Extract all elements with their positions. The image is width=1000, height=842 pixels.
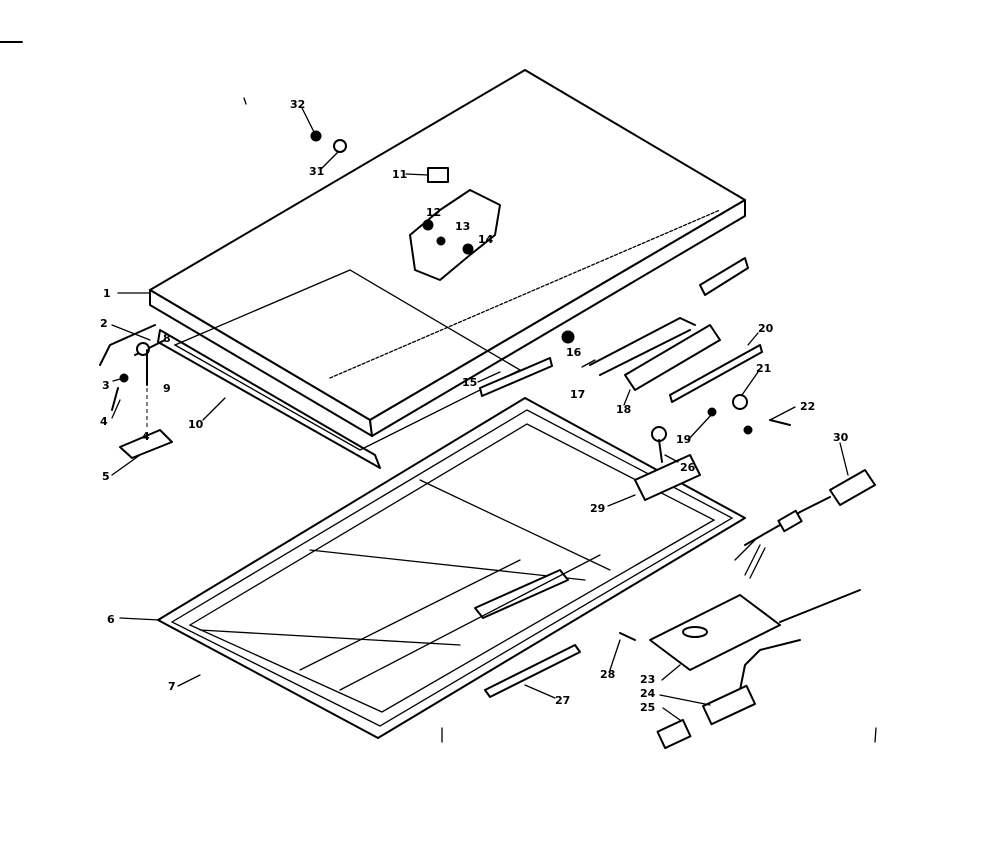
label-21: 21 (756, 362, 771, 375)
label-6: 6 (107, 613, 115, 626)
label-19: 19 (676, 433, 691, 446)
label-22: 22 (800, 400, 815, 413)
label-4-plate: 4 (142, 430, 150, 443)
label-8: 8 (163, 332, 171, 345)
label-12: 12 (426, 206, 441, 219)
label-30: 30 (833, 431, 849, 444)
power-cord (734, 469, 876, 579)
label-17: 17 (570, 388, 585, 401)
label-27: 27 (555, 694, 570, 707)
cabinet (157, 397, 746, 739)
cabinet-rim (157, 397, 746, 739)
label-4: 4 (100, 415, 108, 428)
hinge-cap (427, 167, 449, 183)
plug (829, 469, 876, 506)
trim-strip (484, 644, 581, 698)
label-15: 15 (462, 376, 477, 389)
label-26: 26 (680, 461, 696, 474)
label-5: 5 (102, 470, 110, 483)
lid-plate (409, 189, 501, 281)
lamp-assembly (619, 589, 861, 750)
lid-strip (699, 257, 749, 296)
label-31: 31 (309, 165, 324, 178)
label-32: 32 (290, 98, 305, 111)
label-2: 2 (100, 317, 108, 330)
hinge-plate (119, 429, 173, 459)
part-labels: 1 2 3 4 5 6 7 8 9 10 11 12 13 14 15 16 1… (100, 98, 849, 714)
label-1: 1 (103, 287, 111, 300)
label-29: 29 (590, 502, 605, 515)
lid-assembly (149, 69, 749, 469)
handle-bar (624, 324, 721, 391)
leader-lines (111, 107, 849, 721)
handle-assembly (561, 317, 791, 463)
label-14: 14 (478, 233, 494, 246)
label-24: 24 (640, 687, 656, 700)
label-25: 25 (640, 701, 655, 714)
lamp-bracket (649, 594, 781, 671)
lid-right-edge (369, 199, 746, 437)
label-16: 16 (566, 346, 582, 359)
label-28: 28 (600, 668, 615, 681)
label-18: 18 (616, 403, 631, 416)
label-13: 13 (455, 220, 470, 233)
label-11: 11 (392, 168, 407, 181)
label-7: 7 (168, 680, 176, 693)
label-10: 10 (188, 418, 204, 431)
label-9: 9 (163, 382, 171, 395)
label-20: 20 (758, 322, 774, 335)
label-23: 23 (640, 673, 655, 686)
label-3: 3 (102, 379, 110, 392)
